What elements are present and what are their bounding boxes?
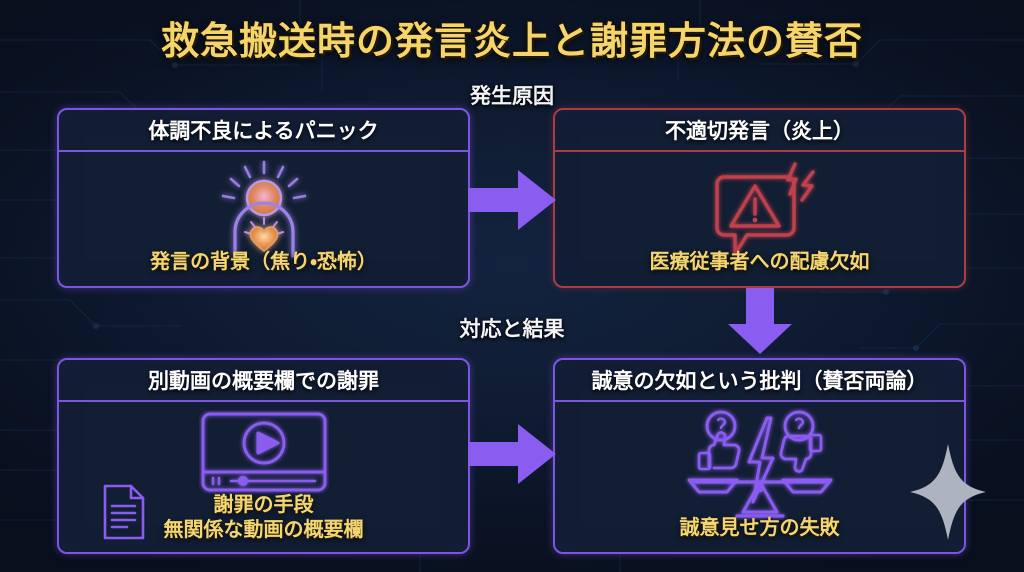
card-panic-body: 発言の背景（焦り・恐怖） [59,152,468,286]
card-panic-heading: 体調不良によるパニック [59,110,468,152]
card-flame[interactable]: 不適切発言（炎上） [553,108,966,288]
card-panic[interactable]: 体調不良によるパニック [57,108,470,288]
arrow-flame-to-criticism [728,288,792,354]
card-criticism[interactable]: 誠意の欠如という批判（賛否両論） [553,358,966,554]
card-flame-caption: 医療従事者への配慮欠如 [649,249,870,273]
card-criticism-heading: 誠意の欠如という批判（賛否両論） [555,360,964,402]
section-label-cause: 発生原因 [470,84,554,108]
page-title: 救急搬送時の発言炎上と謝罪方法の賛否 [160,19,863,63]
card-apology-heading: 別動画の概要欄での謝罪 [59,360,468,402]
arrow-apology-to-criticism [468,424,556,484]
card-apology-caption: 謝罪の手段 無関係な動画の概要欄 [163,492,364,541]
panicked-person-icon [221,160,306,258]
section-label-response: 対応と結果 [459,317,565,341]
warning-speech-bubble-icon [714,162,815,256]
document-icon [103,484,145,540]
arrow-cause-to-flame [468,170,556,230]
card-apology-body: 謝罪の手段 無関係な動画の概要欄 [59,402,468,552]
card-flame-body: 医療従事者への配慮欠如 [555,152,964,286]
card-criticism-caption: 誠意見せ方の失敗 [679,515,840,539]
card-panic-caption: 発言の背景（焦り・恐怖） [150,249,377,273]
video-player-icon [201,412,326,492]
balance-scale-icon [687,410,832,518]
card-apology[interactable]: 別動画の概要欄での謝罪 [57,358,470,554]
card-flame-heading: 不適切発言（炎上） [555,110,964,152]
card-criticism-body: 誠意見せ方の失敗 [555,402,964,552]
